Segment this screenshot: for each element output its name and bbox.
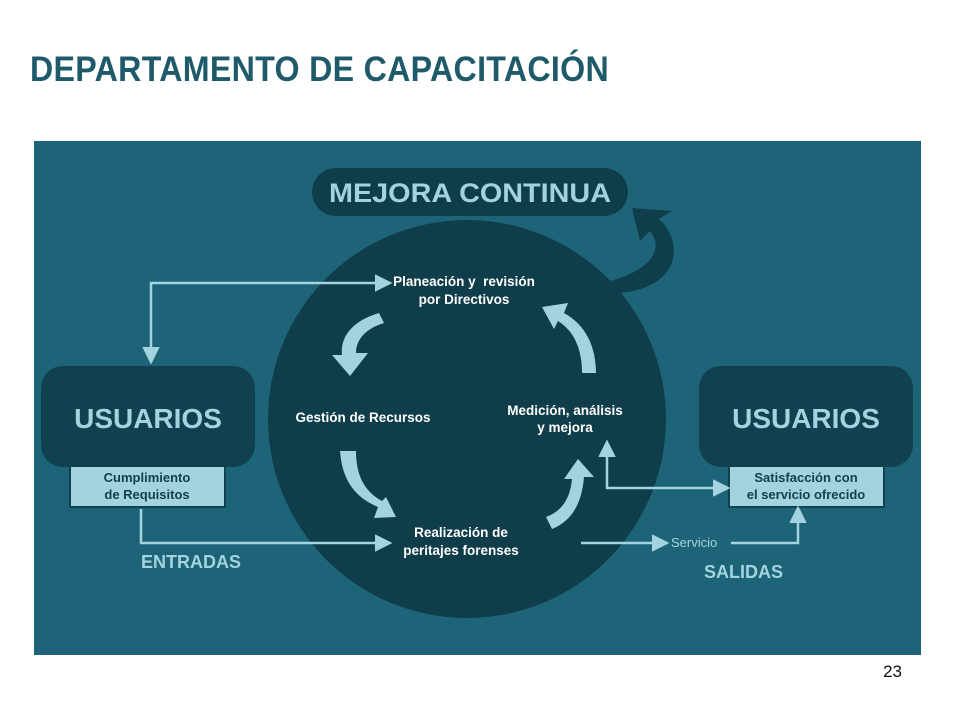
requirements-label-line2: de Requisitos	[104, 487, 189, 502]
realization-label-line2: peritajes forenses	[403, 543, 519, 558]
quality-cycle-diagram: MEJORA CONTINUA Planeación y revisión po…	[34, 141, 921, 655]
continuous-improvement-arrow	[611, 208, 674, 293]
cycle-arrow-right-top	[542, 303, 596, 373]
satisfaction-label-line1: Satisfacción con	[754, 470, 857, 485]
slide-title: DEPARTAMENTO DE CAPACITACIÓN	[30, 50, 609, 89]
service-to-satisfaction-arrow	[731, 505, 807, 545]
service-label: Servicio	[671, 535, 717, 550]
measurement-label-line2: y mejora	[537, 420, 593, 435]
mejora-continua-label: MEJORA CONTINUA	[329, 178, 611, 208]
requirements-label-line1: Cumplimiento	[104, 470, 191, 485]
cycle-arrow-left-top	[332, 313, 384, 376]
feedback-arrow-to-users	[142, 281, 389, 365]
satisfaction-label-line2: el servicio ofrecido	[747, 487, 866, 502]
input-arrow	[139, 509, 393, 552]
right-users-box	[699, 366, 913, 467]
diagram-canvas: MEJORA CONTINUA Planeación y revisión po…	[41, 168, 913, 618]
planning-label-line2: por Directivos	[419, 292, 510, 307]
resources-label: Gestión de Recursos	[295, 410, 430, 425]
measurement-label-line1: Medición, análisis	[507, 403, 623, 418]
measurement-to-satisfaction-arrow	[598, 439, 731, 497]
satisfaction-box	[728, 465, 885, 508]
planning-label-line1: Planeación y revisión	[393, 274, 535, 289]
cycle-arrow-left-bottom	[340, 451, 396, 518]
requirements-box	[69, 465, 226, 508]
right-users-label: USUARIOS	[732, 403, 880, 434]
outputs-label: SALIDAS	[704, 562, 783, 582]
cycle-arrow-right-bottom	[546, 459, 594, 529]
left-users-box	[41, 366, 255, 467]
mejora-continua-banner	[312, 168, 628, 216]
realization-label-line1: Realización de	[414, 525, 508, 540]
inputs-label: ENTRADAS	[141, 552, 241, 572]
left-users-label: USUARIOS	[74, 403, 222, 434]
page-number: 23	[883, 662, 902, 681]
